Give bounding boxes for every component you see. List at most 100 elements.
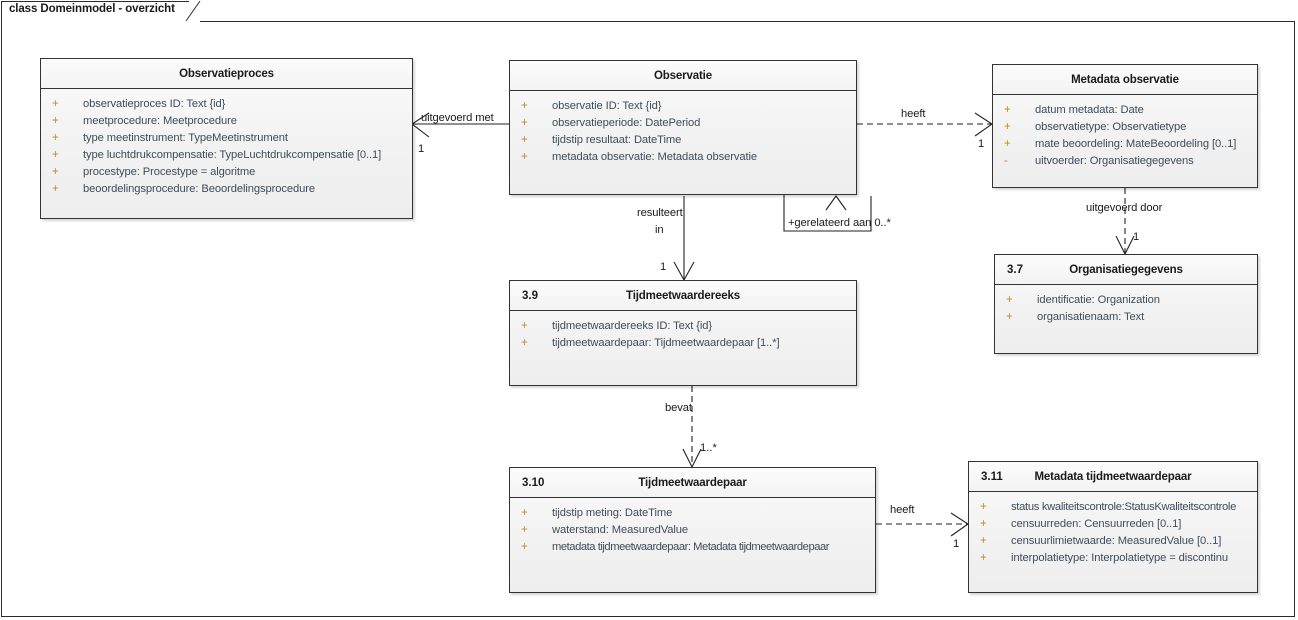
attribute-row: + datum metadata: Date	[993, 102, 1257, 119]
visibility-marker: +	[1004, 138, 1011, 150]
visibility-marker: +	[521, 134, 528, 146]
diagram-frame	[1, 21, 1295, 617]
attribute-row: + type meetinstrument: TypeMeetinstrumen…	[41, 130, 412, 147]
attribute-row: + identificatie: Organization	[995, 292, 1257, 309]
attribute-text: uitvoerder: Organisatiegegevens	[1035, 155, 1194, 167]
attribute-row: + censuurreden: Censuurreden [0..1]	[969, 516, 1257, 533]
attribute-text: observatieperiode: DatePeriod	[552, 117, 701, 129]
class-title-organisatiegegevens: Organisatiegegevens	[1069, 263, 1183, 276]
visibility-marker: +	[980, 552, 987, 564]
connector-label-heeft-observatie: heeft	[901, 108, 926, 120]
attribute-text: tijdstip meting: DateTime	[552, 507, 673, 519]
attribute-row: + observatieproces ID: Text {id}	[41, 96, 412, 113]
class-header-organisatiegegevens: 3.7 Organisatiegegevens	[995, 255, 1257, 285]
class-attributes-metadata-tijdmeetwaardepaar: + status kwaliteitscontrole:StatusKwalit…	[969, 492, 1257, 567]
connector-label-uitgevoerd-door: uitgevoerd door	[1086, 202, 1163, 214]
attribute-row: + metadata observatie: Metadata observat…	[510, 149, 856, 166]
class-box-organisatiegegevens[interactable]: 3.7 Organisatiegegevens + identificatie:…	[994, 254, 1258, 354]
class-box-observatie[interactable]: Observatie + observatie ID: Text {id} + …	[509, 60, 857, 195]
class-box-tijdmeetwaardereeks[interactable]: 3.9 Tijdmeetwaardereeks + tijdmeetwaarde…	[509, 280, 857, 386]
attribute-row: + tijdmeetwaardereeks ID: Text {id}	[510, 318, 856, 335]
connector-label-gerelateerd-aan: +gerelateerd aan 0..*	[788, 217, 891, 229]
class-title-observatieproces: Observatieproces	[179, 67, 274, 80]
connector-multiplicity-heeft-tijdmeetwaardepaar: 1	[953, 538, 960, 550]
class-code-organisatiegegevens: 3.7	[1007, 263, 1023, 276]
attribute-row: + procestype: Procestype = algoritme	[41, 164, 412, 181]
attribute-text: tijdmeetwaardepaar: Tijdmeetwaardepaar […	[552, 337, 780, 349]
class-code-tijdmeetwaardereeks: 3.9	[522, 289, 538, 302]
class-box-metadata-observatie[interactable]: Metadata observatie + datum metadata: Da…	[992, 64, 1258, 188]
class-header-observatie: Observatie	[510, 61, 856, 91]
attribute-text: censuurlimietwaarde: MeasuredValue [0..1…	[1011, 535, 1222, 547]
attribute-text: meetprocedure: Meetprocedure	[83, 115, 237, 127]
class-title-tijdmeetwaardereeks: Tijdmeetwaardereeks	[626, 289, 740, 302]
visibility-marker: +	[521, 151, 528, 163]
class-title-observatie: Observatie	[654, 69, 712, 82]
class-header-metadata-tijdmeetwaardepaar: 3.11 Metadata tijdmeetwaardepaar	[969, 462, 1257, 492]
connector-label-heeft-tijdmeetwaardepaar: heeft	[890, 504, 915, 516]
visibility-marker: +	[980, 535, 987, 547]
attribute-row: + tijdmeetwaardepaar: Tijdmeetwaardepaar…	[510, 335, 856, 352]
visibility-marker: +	[52, 149, 59, 161]
attribute-row: + observatietype: Observatietype	[993, 119, 1257, 136]
attribute-row: + type luchtdrukcompensatie: TypeLuchtdr…	[41, 147, 412, 164]
connector-label-in: in	[655, 224, 664, 236]
visibility-marker: +	[52, 98, 59, 110]
visibility-marker: +	[521, 337, 528, 349]
class-attributes-observatieproces: + observatieproces ID: Text {id} + meetp…	[41, 89, 412, 198]
attribute-text: observatieproces ID: Text {id}	[83, 98, 226, 110]
attribute-text: metadata observatie: Metadata observatie	[552, 151, 757, 163]
connector-label-bevat: bevat	[665, 402, 692, 414]
attribute-text: observatietype: Observatietype	[1035, 121, 1187, 133]
visibility-marker: +	[521, 117, 528, 129]
attribute-text: waterstand: MeasuredValue	[552, 524, 688, 536]
visibility-marker: +	[521, 541, 528, 553]
class-box-metadata-tijdmeetwaardepaar[interactable]: 3.11 Metadata tijdmeetwaardepaar + statu…	[968, 461, 1258, 593]
class-header-tijdmeetwaardereeks: 3.9 Tijdmeetwaardereeks	[510, 281, 856, 311]
attribute-row: + metadata tijdmeetwaardepaar: Metadata …	[510, 539, 875, 556]
attribute-text: metadata tijdmeetwaardepaar: Metadata ti…	[552, 541, 830, 553]
visibility-marker: +	[52, 115, 59, 127]
diagram-frame-top-right	[200, 21, 1295, 22]
visibility-marker: +	[1004, 121, 1011, 133]
attribute-text: tijdmeetwaardereeks ID: Text {id}	[552, 320, 713, 332]
class-title-metadata-observatie: Metadata observatie	[1071, 73, 1179, 86]
class-box-observatieproces[interactable]: Observatieproces + observatieproces ID: …	[40, 58, 413, 219]
visibility-marker: +	[980, 518, 987, 530]
connector-label-uitgevoerd-met: uitgevoerd met	[421, 112, 494, 124]
visibility-marker: +	[1006, 311, 1013, 323]
class-attributes-metadata-observatie: + datum metadata: Date + observatietype:…	[993, 95, 1257, 170]
attribute-text: status kwaliteitscontrole:StatusKwalitei…	[1011, 501, 1237, 513]
attribute-row: + mate beoordeling: MateBeoordeling [0..…	[993, 136, 1257, 153]
attribute-row: + status kwaliteitscontrole:StatusKwalit…	[969, 499, 1257, 516]
connector-multiplicity-uitgevoerd-met: 1	[418, 143, 425, 155]
attribute-text: datum metadata: Date	[1035, 104, 1144, 116]
attribute-text: observatie ID: Text {id}	[552, 100, 662, 112]
attribute-text: organisatienaam: Text	[1037, 311, 1145, 323]
connector-multiplicity-heeft-observatie: 1	[978, 138, 985, 150]
attribute-row: + interpolatietype: Interpolatietype = d…	[969, 550, 1257, 567]
attribute-text: type meetinstrument: TypeMeetinstrument	[83, 132, 288, 144]
attribute-text: beoordelingsprocedure: Beoordelingsproce…	[83, 183, 315, 195]
visibility-marker: +	[521, 507, 528, 519]
connector-multiplicity-uitgevoerd-door: 1	[1133, 231, 1140, 243]
visibility-marker: +	[52, 166, 59, 178]
class-code-metadata-tijdmeetwaardepaar: 3.11	[981, 470, 1003, 483]
attribute-row: + beoordelingsprocedure: Beoordelingspro…	[41, 181, 412, 198]
class-title-tijdmeetwaardepaar: Tijdmeetwaardepaar	[638, 476, 747, 489]
visibility-marker: +	[521, 100, 528, 112]
class-header-observatieproces: Observatieproces	[41, 59, 412, 89]
attribute-row: + organisatienaam: Text	[995, 309, 1257, 326]
attribute-row: + censuurlimietwaarde: MeasuredValue [0.…	[969, 533, 1257, 550]
visibility-marker: +	[1006, 294, 1013, 306]
class-title-metadata-tijdmeetwaardepaar: Metadata tijdmeetwaardepaar	[1034, 470, 1192, 483]
class-header-metadata-observatie: Metadata observatie	[993, 65, 1257, 95]
attribute-text: identificatie: Organization	[1037, 294, 1160, 306]
visibility-marker: +	[521, 524, 528, 536]
diagram-title-tab-slant	[185, 0, 201, 22]
class-box-tijdmeetwaardepaar[interactable]: 3.10 Tijdmeetwaardepaar + tijdstip metin…	[509, 467, 876, 593]
attribute-text: mate beoordeling: MateBeoordeling [0..1]	[1035, 138, 1237, 150]
visibility-marker: +	[1004, 104, 1011, 116]
attribute-row: - uitvoerder: Organisatiegegevens	[993, 153, 1257, 170]
